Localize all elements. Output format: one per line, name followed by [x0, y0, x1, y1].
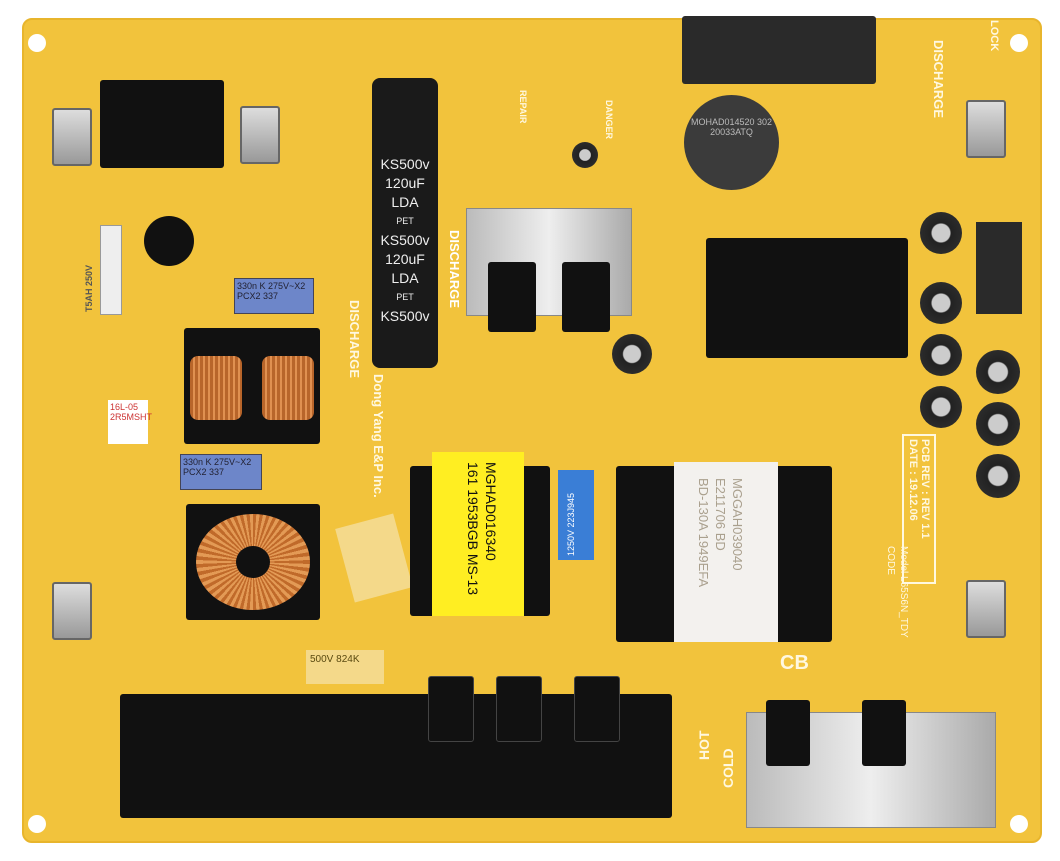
cb-mark: CB: [780, 652, 809, 674]
capacitor: [976, 350, 1020, 394]
mosfet: [562, 262, 610, 332]
fuse: [100, 225, 122, 315]
film-capacitor: [558, 470, 594, 560]
capacitor: [920, 334, 962, 376]
hot-label: HOT: [696, 730, 712, 760]
connector-top: [682, 16, 876, 84]
terminal-lug: [52, 108, 92, 166]
connector-side: [976, 222, 1022, 314]
terminal-lug: [966, 580, 1006, 638]
film-capacitor-label: 1250V 223J945: [566, 492, 576, 556]
terminal-lug: [52, 582, 92, 640]
transistor: [496, 676, 542, 742]
thermistor: 16L-05 2R5MSHT: [108, 400, 152, 444]
inductor: MOHAD014520 302 20033ATQ: [684, 95, 779, 190]
mount-hole: [1010, 815, 1028, 833]
transistor: [574, 676, 620, 742]
choke-winding: [190, 356, 242, 420]
main-transformer-text: MGHAD016340 161 1953BGB MS-13: [465, 462, 499, 596]
model-box: Model L65S6N_TDY CODE: [885, 546, 909, 638]
bulk-capacitor: [372, 78, 438, 368]
capacitor: [920, 212, 962, 254]
capacitor: [612, 334, 652, 374]
varistor: 500V 824K: [306, 650, 384, 684]
repair-label: REPAIR: [518, 90, 528, 124]
bulk-capacitor-label: KS500v 120uF LDA PET KS500v 120uF LDA PE…: [380, 156, 430, 324]
capacitor: [976, 402, 1020, 446]
rectifier: [862, 700, 906, 766]
discharge-label: DISCHARGE: [447, 230, 462, 309]
fuse-label: T5AH 250V: [84, 264, 94, 312]
maker-label: Dong Yang E&P Inc.: [371, 374, 386, 498]
mount-hole: [28, 34, 46, 52]
ac-inlet: [100, 80, 224, 168]
terminal-lug: [966, 100, 1006, 158]
secondary-transformer-label: [674, 462, 778, 642]
terminal-lug: [240, 106, 280, 164]
transistor: [428, 676, 474, 742]
lock-label: LOCK: [988, 20, 1000, 52]
x2-capacitor: 330n K 275V~X2 PCX2 337: [234, 278, 314, 314]
mosfet: [488, 262, 536, 332]
capacitor: [920, 386, 962, 428]
capacitor: [920, 282, 962, 324]
main-transformer-label: [432, 452, 524, 616]
cold-label: COLD: [720, 748, 736, 788]
danger-label: DANGER: [604, 100, 614, 140]
mount-hole: [1010, 34, 1028, 52]
heatsink-black: [706, 238, 908, 358]
discharge-label: DISCHARGE: [347, 300, 362, 379]
capacitor: [976, 454, 1020, 498]
rectifier: [766, 700, 810, 766]
mount-hole: [28, 815, 46, 833]
discharge-label: DISCHARGE: [931, 40, 946, 119]
varistor-disc: [144, 216, 194, 266]
toroid-core: [236, 546, 270, 578]
capacitor: [572, 142, 598, 168]
x2-capacitor: 330n K 275V~X2 PCX2 337: [180, 454, 262, 490]
choke-winding: [262, 356, 314, 420]
secondary-transformer-text: MGGAH039040 E211706 BD BD-130A 1949EFA: [696, 478, 745, 588]
